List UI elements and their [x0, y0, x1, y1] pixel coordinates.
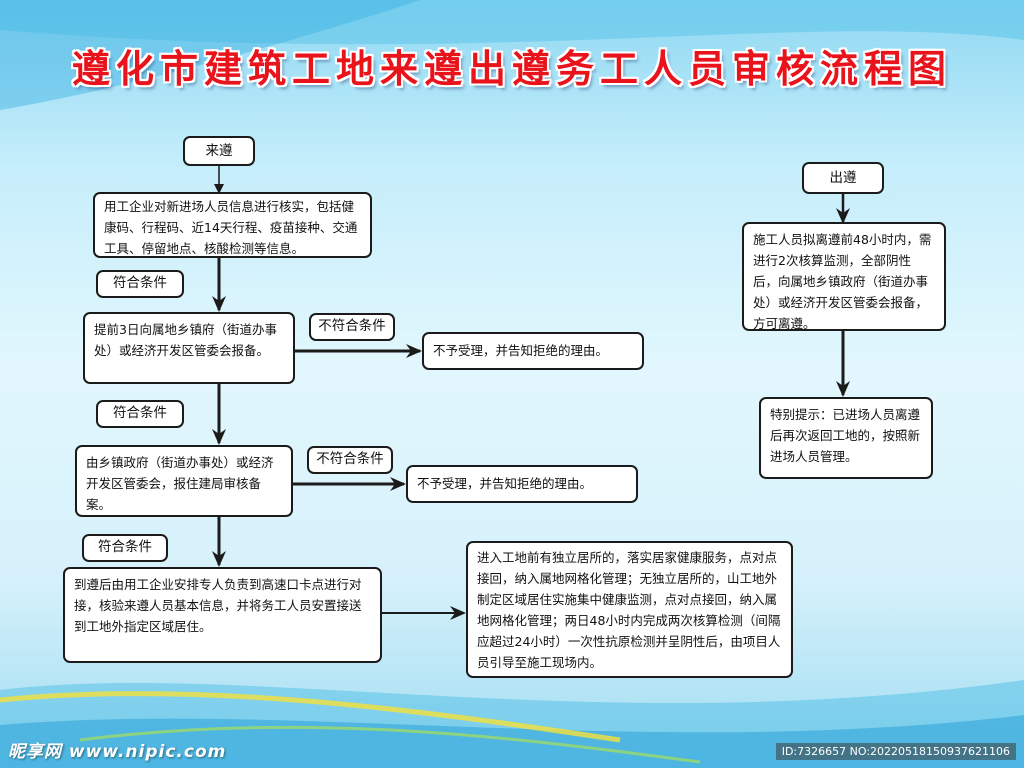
- step-report-3-days: 提前3日向属地乡镇府（街道办事处）或经济开发区管委会报备。: [83, 312, 295, 384]
- reject-box-2: 不予受理，并告知拒绝的理由。: [406, 465, 638, 503]
- label-unqualified-2: 不符合条件: [307, 446, 393, 474]
- page-title: 遵化市建筑工地来遵出遵务工人员审核流程图: [71, 47, 952, 91]
- step-verify-info: 用工企业对新进场人员信息进行核实，包括健康码、行程码、近14天行程、疫苗接种、交…: [93, 192, 372, 258]
- start-node-arrival: 来遵: [183, 136, 255, 166]
- step-housing-bureau-review: 由乡镇政府（街道办事处）或经济开发区管委会，报住建局审核备案。: [75, 445, 293, 517]
- image-id-label: ID:7326657 NO:20220518150937621106: [775, 743, 1016, 760]
- label-qualified-2: 符合条件: [96, 400, 184, 428]
- step-highway-checkpoint: 到遵后由用工企业安排专人负责到高速口卡点进行对接，核验来遵人员基本信息，并将务工…: [63, 567, 382, 663]
- step-departure-testing: 施工人员拟离遵前48小时内，需进行2次核算监测，全部阴性后，向属地乡镇政府（街道…: [742, 222, 946, 331]
- special-note-return: 特别提示：已进场人员离遵后再次返回工地的，按照新进场人员管理。: [759, 397, 933, 479]
- start-node-departure: 出遵: [802, 162, 884, 194]
- label-unqualified-1: 不符合条件: [309, 313, 395, 341]
- label-qualified-1: 符合条件: [96, 270, 184, 298]
- step-enter-site-health-monitoring: 进入工地前有独立居所的，落实居家健康服务，点对点接回，纳入属地网格化管理；无独立…: [466, 541, 793, 678]
- watermark-logo: 昵享网 www.nipic.com: [8, 742, 227, 762]
- reject-box-1: 不予受理，并告知拒绝的理由。: [422, 332, 644, 370]
- label-qualified-3: 符合条件: [82, 534, 168, 562]
